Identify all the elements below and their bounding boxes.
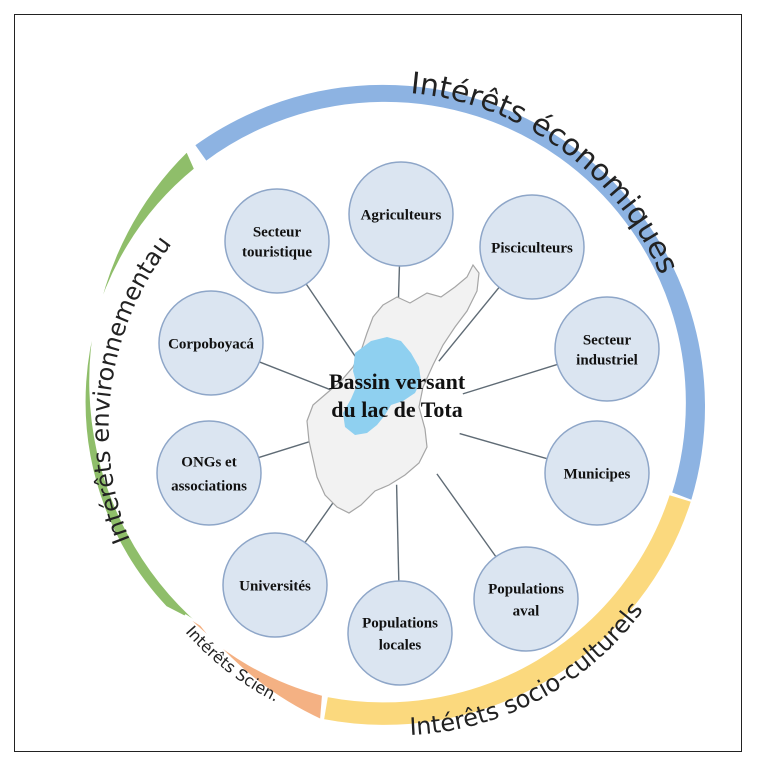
stakeholder-label: aval: [513, 603, 540, 619]
stakeholder-circle: [224, 188, 330, 294]
stakeholder-node-universites: Universités: [222, 532, 328, 638]
stakeholder-circle: [479, 194, 585, 300]
stakeholder-circle: [473, 546, 579, 652]
center-label-line1: Bassin versant: [329, 369, 466, 394]
diagram-frame: Intérêts économiques Intérêts environnem…: [14, 14, 742, 752]
ring-segment-scientifiques: [184, 614, 325, 722]
stakeholder-node-populations-aval: Populations aval: [473, 546, 579, 652]
stakeholder-circle: [554, 296, 660, 402]
center-label-line2: du lac de Tota: [331, 397, 462, 422]
ring-label-environnementaux: Intérêts environnementaux: [15, 15, 177, 548]
connector-corpoboyaca: [259, 361, 337, 393]
stakeholder-label: Agriculteurs: [361, 207, 442, 223]
stakeholder-label: locales: [379, 637, 422, 653]
stakeholder-circle: [544, 420, 650, 526]
stakeholder-diagram: Intérêts économiques Intérêts environnem…: [15, 15, 707, 741]
stakeholder-label: associations: [171, 478, 247, 494]
stakeholder-label: Pisciculteurs: [491, 240, 573, 256]
stakeholder-node-agriculteurs: Agriculteurs: [348, 161, 454, 267]
stakeholder-circle: [222, 532, 328, 638]
stakeholder-label: touristique: [242, 244, 312, 260]
connector-municipes: [459, 432, 548, 460]
stakeholder-label: Universités: [239, 578, 311, 594]
stakeholder-label: Secteur: [253, 224, 302, 240]
stakeholder-circle: [158, 290, 264, 396]
interest-rings: [83, 83, 707, 727]
stakeholder-label: Secteur: [583, 332, 632, 348]
stakeholder-circle: [348, 161, 454, 267]
connector-secteur-industriel: [462, 363, 558, 395]
lake-tota: [343, 337, 421, 435]
connector-populations-aval: [436, 473, 497, 558]
stakeholder-label: Populations: [488, 581, 564, 597]
ring-segment-environnementaux: [83, 149, 202, 626]
stakeholder-node-ongs: ONGs et associations: [156, 420, 262, 526]
stakeholder-label: industriel: [576, 352, 638, 368]
stakeholder-node-municipes: Municipes: [544, 420, 650, 526]
stakeholder-node-secteur-touristique: Secteur touristique: [224, 188, 330, 294]
stakeholder-label: Corpoboyacá: [168, 336, 254, 352]
stakeholder-node-pisciculteurs: Pisciculteurs: [479, 194, 585, 300]
stakeholder-node-secteur-industriel: Secteur industriel: [554, 296, 660, 402]
connector-pisciculteurs: [438, 286, 500, 362]
basin-map: [306, 263, 480, 514]
center-label: Bassin versant du lac de Tota: [329, 369, 466, 422]
stakeholder-nodes: AgriculteursPisciculteursSecteurindustri…: [156, 161, 660, 686]
stakeholder-label: ONGs et: [181, 454, 236, 470]
stakeholder-node-populations-locales: Populations locales: [347, 580, 453, 686]
stakeholder-label: Municipes: [564, 466, 631, 482]
ring-segment-socioculturels: [321, 492, 694, 727]
stakeholder-label: Populations: [362, 615, 438, 631]
stakeholder-node-corpoboyaca: Corpoboyacá: [158, 290, 264, 396]
connector-populations-locales: [395, 484, 400, 582]
stakeholder-circle: [156, 420, 262, 526]
stakeholder-circle: [347, 580, 453, 686]
connector-secteur-touristique: [305, 283, 358, 360]
